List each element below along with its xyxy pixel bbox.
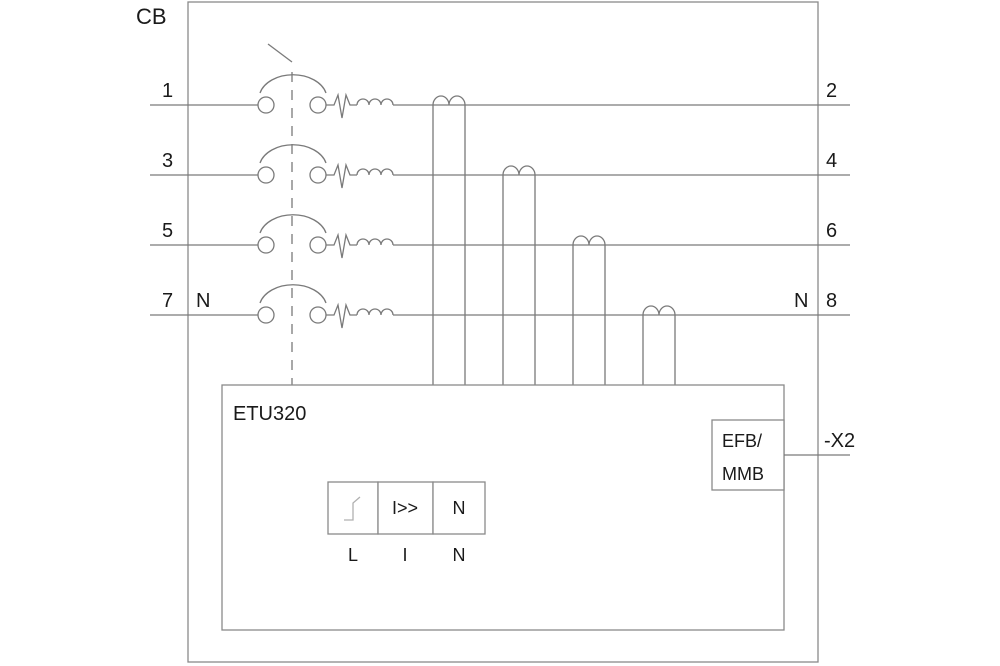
function-i-symbol: I>> bbox=[392, 498, 418, 518]
trip-unit-box bbox=[221, 384, 785, 631]
pole-1 bbox=[150, 74, 850, 119]
current-transformer-1 bbox=[432, 95, 466, 385]
pole-3 bbox=[150, 214, 850, 259]
efb-mmb-module bbox=[711, 419, 785, 491]
function-i-box bbox=[377, 481, 434, 535]
function-i-label: I bbox=[402, 545, 407, 565]
pole-4-neutral bbox=[150, 284, 850, 329]
protection-functions: I>> N L I N bbox=[327, 481, 486, 565]
pole-2 bbox=[150, 144, 850, 189]
current-transformer-4 bbox=[642, 305, 676, 385]
operating-lever bbox=[267, 43, 293, 63]
module-label-line1: EFB/ bbox=[722, 431, 762, 451]
terminal-2-label: 2 bbox=[826, 80, 837, 102]
terminal-5-label: 5 bbox=[162, 220, 173, 242]
current-transformer-2 bbox=[502, 165, 536, 385]
neutral-in-label: N bbox=[196, 290, 210, 312]
breaker-title: CB bbox=[136, 4, 167, 29]
terminal-3-label: 3 bbox=[162, 150, 173, 172]
function-n-box bbox=[432, 481, 486, 535]
terminal-1-label: 1 bbox=[162, 80, 173, 102]
function-n-symbol: N bbox=[453, 498, 466, 518]
module-label-line2: MMB bbox=[722, 464, 764, 484]
trip-unit-name: ETU320 bbox=[233, 403, 306, 425]
terminal-8-label: 8 bbox=[826, 290, 837, 312]
terminal-6-label: 6 bbox=[826, 220, 837, 242]
function-l-label: L bbox=[348, 545, 358, 565]
x2-connector-label: -X2 bbox=[824, 430, 855, 452]
terminal-7-label: 7 bbox=[162, 290, 173, 312]
current-transformer-3 bbox=[572, 235, 606, 385]
long-time-delay-icon bbox=[344, 496, 361, 521]
function-n-label: N bbox=[453, 545, 466, 565]
terminal-4-label: 4 bbox=[826, 150, 837, 172]
neutral-out-label: N bbox=[794, 290, 808, 312]
